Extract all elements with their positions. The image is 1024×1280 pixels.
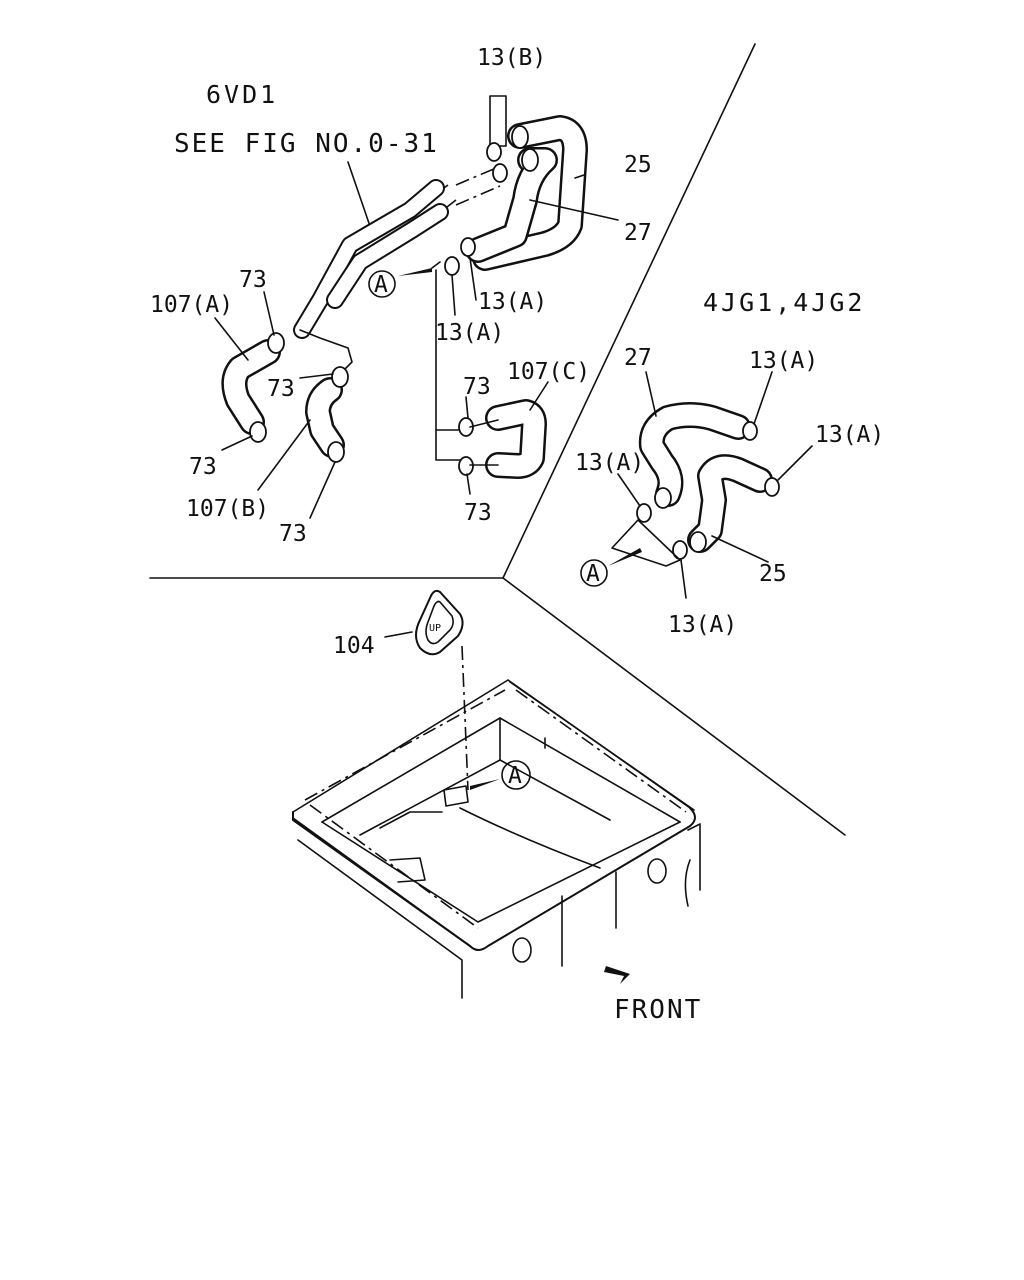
reference-a-marker (368, 270, 396, 298)
heater-pipe (293, 179, 449, 339)
drain-fitting (443, 785, 469, 807)
front-arrow-icon (604, 966, 630, 984)
reference-a-label: A (508, 763, 522, 789)
hose-25-4jg (687, 454, 773, 553)
reference-a-label: A (374, 272, 388, 298)
hose-27-4jg (638, 402, 751, 507)
callout-107b: 107(B) (186, 496, 269, 522)
front-direction-label: FRONT (614, 995, 702, 1025)
callout-25: 25 (624, 152, 652, 178)
clamp-icon (458, 456, 474, 476)
clamp-icon (742, 421, 758, 441)
hose-assembly-4jg: A (580, 402, 780, 587)
section-dividers (149, 43, 846, 836)
leaders-6vd1 (214, 174, 619, 519)
callout-13b: 13(B) (477, 45, 546, 71)
reference-a-marker (501, 760, 531, 790)
clamp-icon (444, 256, 460, 276)
callout-73: 73 (463, 374, 491, 400)
leaders-4jg (617, 371, 813, 599)
clamp-icon (492, 163, 508, 183)
callout-73: 73 (267, 376, 295, 402)
clamp-icon (267, 332, 285, 354)
clamp-icon (486, 142, 502, 162)
hose-107c (485, 399, 547, 479)
clamp-icon (636, 503, 652, 523)
hose-25 (472, 115, 588, 271)
engine-6vd1-title: 6VD1 (206, 80, 278, 109)
arrow-icon (470, 779, 500, 790)
grommet-104: UP (415, 589, 464, 656)
see-figure-reference: SEE FIG NO.0-31 (174, 129, 439, 159)
callout-13a: 13(A) (575, 450, 644, 476)
up-tag-label: UP (429, 623, 441, 634)
reference-a-label: A (586, 561, 600, 587)
callout-107a: 107(A) (150, 292, 233, 318)
clamp-13b-shaft (489, 95, 507, 147)
reference-a-marker (580, 559, 608, 587)
callout-104: 104 (333, 633, 375, 659)
callout-73: 73 (464, 500, 492, 526)
callout-13a: 13(A) (435, 320, 504, 346)
callout-13a: 13(A) (749, 348, 818, 374)
clamp-icon (460, 237, 476, 257)
callout-73: 73 (189, 454, 217, 480)
floor-panel: UP A (292, 589, 701, 999)
arrow-icon (398, 268, 432, 276)
clamp-icon (764, 477, 780, 497)
callout-27: 27 (624, 345, 652, 371)
hose-27 (465, 147, 558, 263)
callout-73: 73 (239, 267, 267, 293)
hose-assembly-6vd1: A (221, 95, 588, 479)
callout-13a: 13(A) (668, 612, 737, 638)
callout-73: 73 (279, 521, 307, 547)
hose-107a (221, 339, 281, 435)
callout-107c: 107(C) (507, 359, 590, 385)
callout-13a: 13(A) (815, 422, 884, 448)
clamp-icon (327, 441, 345, 463)
hose-107b (305, 377, 345, 458)
clamp-icon (249, 421, 267, 443)
callout-13a: 13(A) (478, 289, 547, 315)
callout-27: 27 (624, 220, 652, 246)
callout-25: 25 (759, 561, 787, 587)
arrow-icon (608, 548, 642, 566)
clamp-icon (331, 366, 349, 388)
engine-4jg-title: 4JG1,4JG2 (703, 288, 865, 317)
